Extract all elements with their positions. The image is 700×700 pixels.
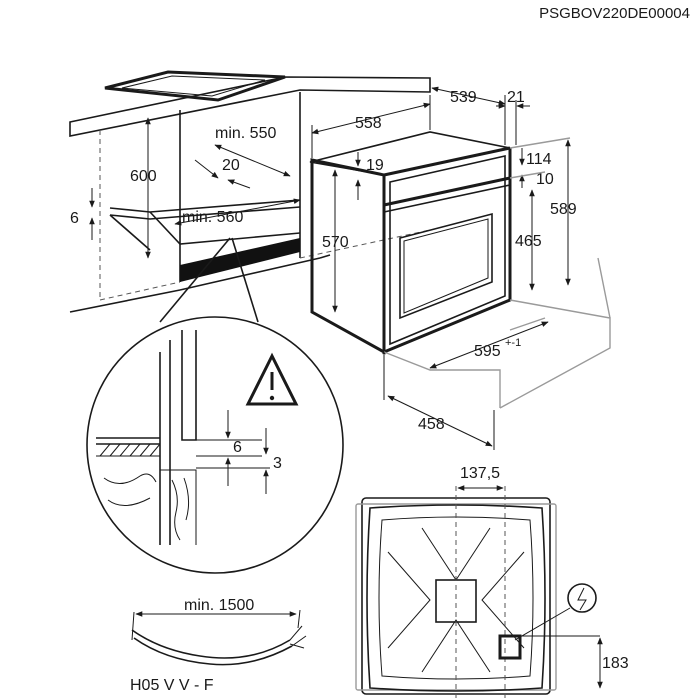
cable-type-label: H05 V V - F	[130, 677, 214, 694]
oven-top-gap-label: 114	[526, 151, 552, 168]
warning-icon	[245, 352, 299, 406]
niche-gap-label: 20	[222, 157, 240, 174]
power-cable	[131, 609, 307, 666]
niche-width-label: min. 560	[182, 209, 243, 226]
hob	[104, 70, 286, 102]
oven-top-offset-label: 19	[366, 157, 384, 174]
detail-gap-b-label: 3	[273, 455, 282, 472]
oven-back-view	[355, 486, 597, 700]
niche-depth-label: min. 550	[215, 125, 276, 142]
oven-depth-total-label: 558	[355, 115, 382, 132]
oven-width-tolerance-label: +-1	[505, 337, 521, 349]
detail-view	[86, 237, 344, 574]
oven-depth-body-label: 539	[450, 89, 477, 106]
oven-width-label: 595	[474, 343, 501, 360]
oven-door-height-label: 465	[515, 233, 542, 250]
niche-height-label: 600	[130, 168, 157, 185]
oven-height-total-label: 589	[550, 201, 577, 218]
back-offset-y-label: 183	[602, 655, 629, 672]
back-offset-x-label: 137,5	[460, 465, 500, 482]
cabinet-niche	[69, 70, 431, 313]
plinth	[180, 238, 300, 282]
cable-length-label: min. 1500	[184, 597, 254, 614]
electric-icon	[577, 587, 587, 611]
product-code: PSGBOV220DE00004	[539, 5, 690, 22]
detail-gap-a-label: 6	[233, 439, 242, 456]
oven-top-gap-small-label: 10	[536, 171, 554, 188]
shelf-height-label: 6	[70, 210, 79, 227]
oven-depth-bottom-label: 458	[418, 416, 445, 433]
oven-body-height-label: 570	[322, 234, 349, 251]
oven-front-depth-label: 21	[507, 89, 525, 106]
